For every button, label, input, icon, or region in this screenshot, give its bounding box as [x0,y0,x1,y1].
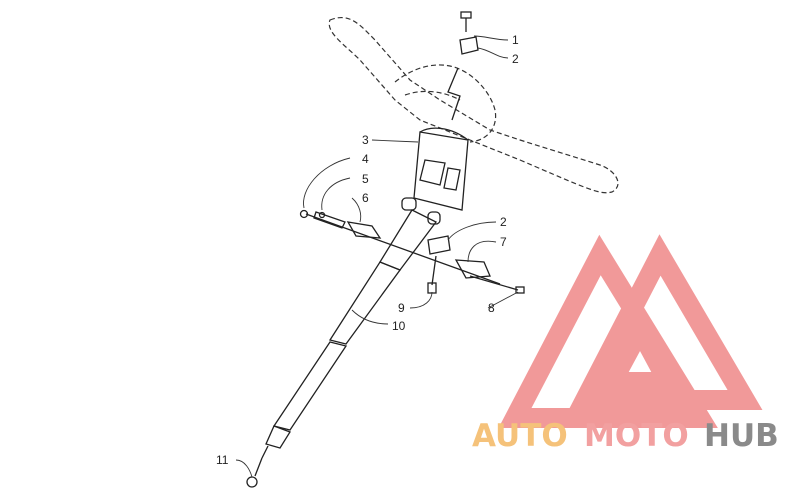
bolt-part-1 [460,11,472,32]
callout-4: 4 [362,152,369,166]
callout-labels: 1 2 3 4 5 6 2 7 8 9 10 11 [216,33,519,467]
bolt-part-8 [469,275,525,294]
callout-2-top: 2 [512,52,519,66]
watermark-text-auto: AUTO [472,418,568,454]
handlebar [328,17,619,194]
bracket-part-7 [454,259,491,279]
assembly-axis-line [305,213,501,285]
callout-10: 10 [392,319,406,333]
callout-11: 11 [216,453,229,467]
link-part-5 [313,211,346,229]
callout-3: 3 [362,133,369,147]
riser-part-3 [413,127,469,211]
clamp-part-2-top [459,36,479,55]
watermark-logo [498,234,763,428]
callout-8: 8 [488,301,495,315]
leader-lines [235,35,519,478]
watermark-text-moto: MOTO [584,418,689,454]
callout-5: 5 [362,172,369,186]
callout-1: 1 [512,33,519,47]
clamp-part-2-bottom [427,235,451,255]
watermark-text: AUTO MOTO HUB [472,418,779,454]
callout-2-bottom: 2 [500,215,507,229]
fastener-part-11 [246,457,263,488]
callout-9: 9 [398,301,405,315]
callout-6: 6 [362,191,369,205]
watermark-text-hub: HUB [704,418,779,454]
steering-post-part-10 [261,197,441,459]
callout-7: 7 [500,235,507,249]
bolt-part-9 [427,255,437,294]
break-line [447,67,461,121]
